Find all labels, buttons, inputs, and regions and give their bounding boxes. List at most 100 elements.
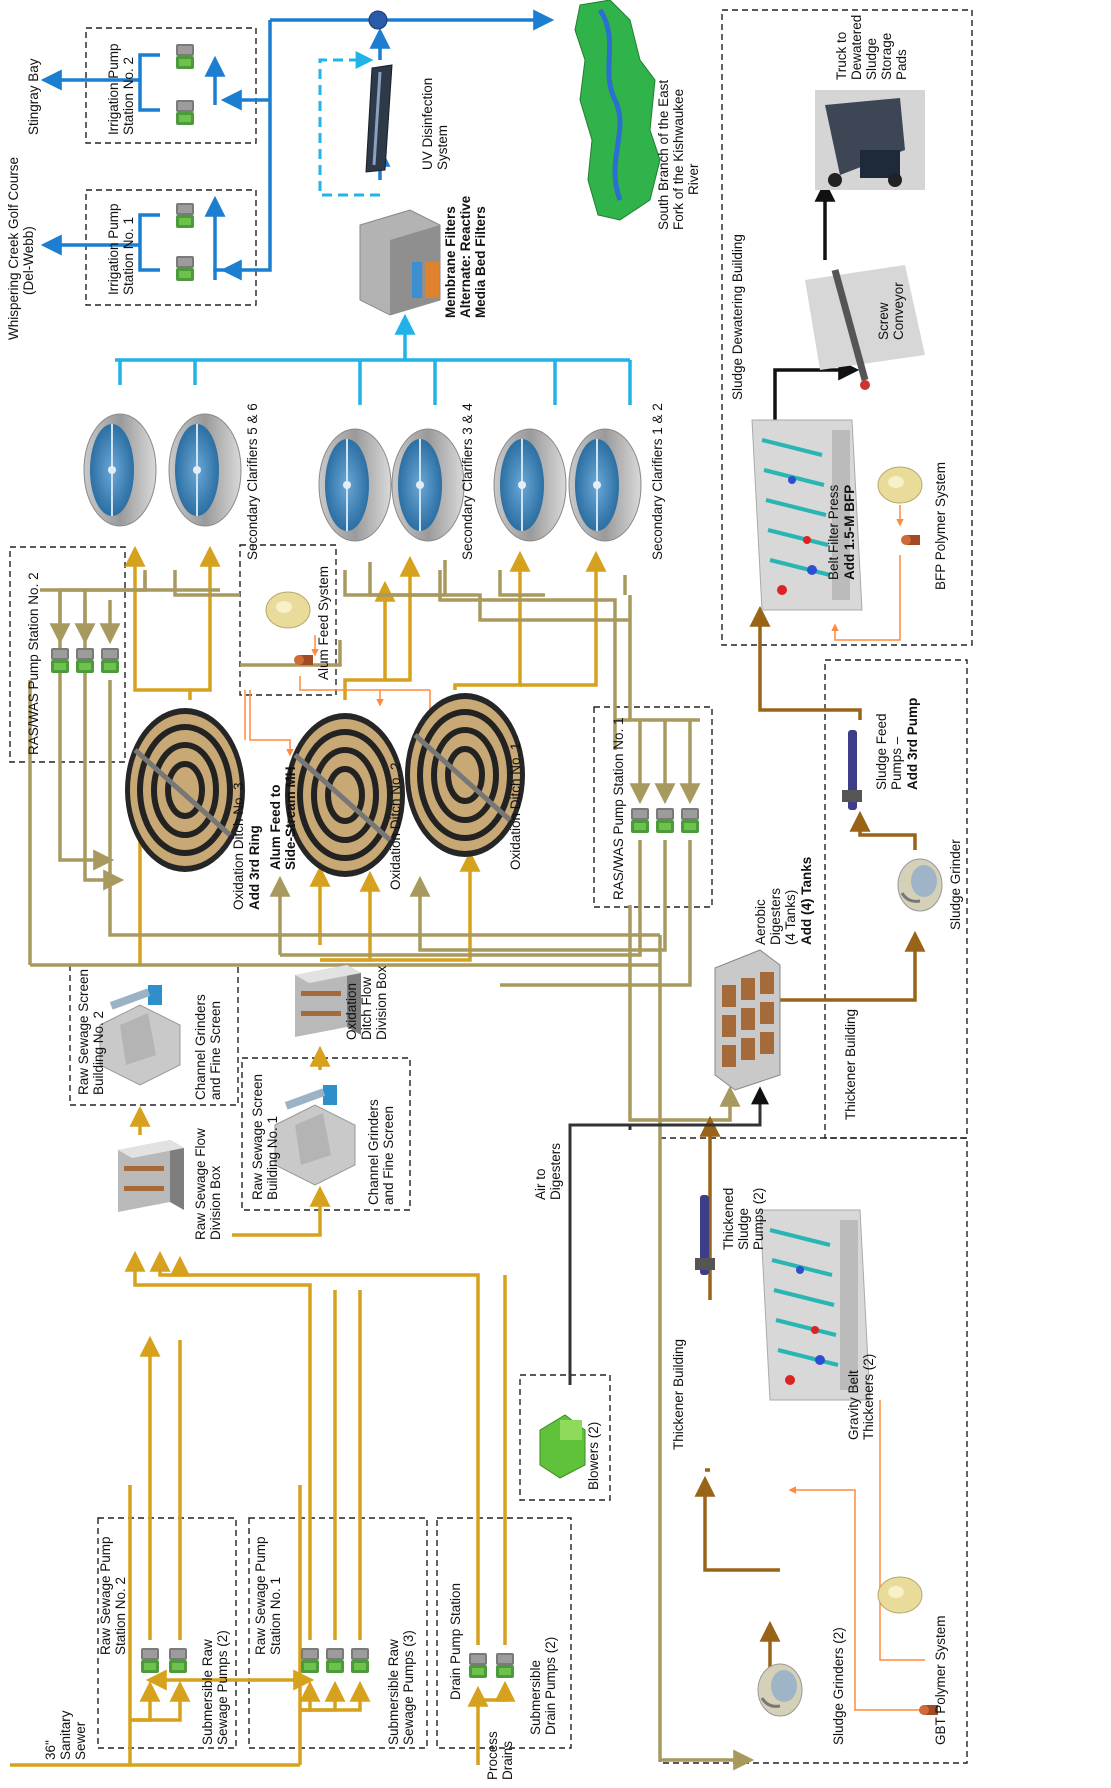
svg-text:Irrigation PumpStation No. 1: Irrigation PumpStation No. 1 [106,203,136,295]
svg-text:Oxidation Ditch No. 1: Oxidation Ditch No. 1 [508,742,523,870]
alum-feed-pump-icon [294,655,313,665]
svg-text:RAS/WAS Pump Station No. 1: RAS/WAS Pump Station No. 1 [611,717,626,900]
sanitary-sewer-label: 36"SanitarySewer [43,1710,88,1760]
ras-was-2-label: RAS/WAS Pump Station No. 2 [26,572,41,755]
svg-text:Channel Grindersand Fine Scree: Channel Grindersand Fine Screen [193,994,223,1100]
ras-pump-1a-icon [631,808,649,833]
svg-text:Sludge Grinder: Sludge Grinder [948,839,963,930]
svg-text:Drain Pump Station: Drain Pump Station [448,1583,463,1700]
oxidation-ditch-1-icon [405,693,525,857]
air-to-digesters-label: Air toDigesters [533,1143,563,1200]
svg-text:Raw Sewage FlowDivision Box: Raw Sewage FlowDivision Box [193,1128,223,1240]
thickened-pumps-label: ThickenedSludgePumps (2) [721,1188,766,1250]
svg-text:AerobicDigesters(4 Tanks)Add (: AerobicDigesters(4 Tanks)Add (4) Tanks [753,857,814,945]
grinders-1-label: Channel Grindersand Fine Screen [366,1099,396,1205]
bfp-polymer-pump-icon [901,535,920,545]
ras-pump-2b-icon [76,648,94,673]
drain-pump-station-label: Drain Pump Station [448,1583,463,1700]
svg-text:RAS/WAS Pump Station No. 2: RAS/WAS Pump Station No. 2 [26,572,41,755]
clarifiers-12-label: Secondary Clarifiers 1 & 2 [650,403,665,560]
sludge-grinder-label: Sludge Grinder [948,839,963,930]
clarifier-4-icon [392,429,464,541]
irrigation-pump-2b-icon [176,100,194,125]
svg-text:Oxidation Ditch No. 2: Oxidation Ditch No. 2 [388,762,403,890]
sub-raw-pumps-2-label: Submersible RawSewage Pumps (2) [200,1630,230,1745]
ras-pump-1b-icon [656,808,674,833]
aerobic-digesters-label: AerobicDigesters(4 Tanks)Add (4) Tanks [753,857,814,945]
golf-course-label: Whispering Creek Golf Course(Del-Webb) [6,157,36,340]
bfp-polymer-label: BFP Polymer System [933,462,948,590]
svg-text:Sludge Dewatering Building: Sludge Dewatering Building [730,234,745,400]
svg-text:Alum Feed toSide-Stream MH: Alum Feed toSide-Stream MH [268,766,298,870]
screen-building-2-label: Raw Sewage ScreenBuilding No. 2 [76,969,106,1095]
ras-pump-1c-icon [681,808,699,833]
irrigation-1-label: Irrigation PumpStation No. 1 [106,203,136,295]
clarifier-2-icon [569,429,641,541]
river-label: South Branch of the EastFork of the Kish… [656,80,701,230]
svg-text:Raw Sewage ScreenBuilding No.: Raw Sewage ScreenBuilding No. 1 [250,1074,280,1200]
svg-text:UV DisinfectionSystem: UV DisinfectionSystem [420,78,450,170]
ras-was-1-label: RAS/WAS Pump Station No. 1 [611,717,626,900]
truck-label: Truck toDewateredSludgeStoragePads [834,15,909,80]
svg-text:Irrigation PumpStation No. 2: Irrigation PumpStation No. 2 [106,43,136,135]
svg-text:Sludge FeedPumps –Add 3rd Pump: Sludge FeedPumps –Add 3rd Pump [874,698,920,790]
thickener-building-lower-label: Thickener Building [671,1339,686,1450]
raw-pump-1c-icon [351,1648,369,1673]
sludge-feed-pumps-label: Sludge FeedPumps –Add 3rd Pump [874,698,920,790]
raw-pump-station-2-label: Raw Sewage PumpStation No. 2 [98,1536,128,1655]
blowers-icon [540,1415,585,1478]
clarifiers-34-label: Secondary Clarifiers 3 & 4 [460,403,475,560]
svg-text:Raw Sewage PumpStation No. 1: Raw Sewage PumpStation No. 1 [253,1536,283,1655]
drain-pump-b-icon [496,1653,514,1678]
clarifier-5-icon [84,414,156,526]
sludge-feed-pumps-icon [842,730,862,810]
uv-system-label: UV DisinfectionSystem [420,78,450,170]
river-map-icon [575,0,660,220]
truck-icon [815,90,925,190]
svg-text:Blowers (2): Blowers (2) [586,1422,601,1490]
svg-text:Secondary Clarifiers 3 & 4: Secondary Clarifiers 3 & 4 [460,403,475,560]
raw-flow-division-box-label: Raw Sewage FlowDivision Box [193,1128,223,1240]
sludge-grinder-icon [898,859,942,911]
svg-text:Oxidation Ditch No. 3Add 3rd R: Oxidation Ditch No. 3Add 3rd Ring [231,782,262,910]
svg-text:Channel Grindersand Fine Scree: Channel Grindersand Fine Screen [366,1099,396,1205]
svg-text:Stingray Bay: Stingray Bay [26,58,41,135]
svg-text:ThickenedSludgePumps (2): ThickenedSludgePumps (2) [721,1188,766,1250]
ras-pump-2a-icon [51,648,69,673]
svg-text:Truck toDewateredSludgeStorage: Truck toDewateredSludgeStoragePads [834,15,909,80]
stingray-bay-label: Stingray Bay [26,58,41,135]
svg-text:Belt Filter PressAdd 1.5-M BFP: Belt Filter PressAdd 1.5-M BFP [826,484,857,580]
raw-pump-1b-icon [326,1648,344,1673]
alum-feed-tank-icon [266,592,310,628]
process-drains-label: ProcessDrains [485,1731,515,1780]
svg-text:Thickener Building: Thickener Building [843,1009,858,1120]
svg-text:Secondary Clarifiers 1 & 2: Secondary Clarifiers 1 & 2 [650,403,665,560]
svg-text:Sludge Grinders (2): Sludge Grinders (2) [831,1627,846,1745]
svg-text:South Branch of the EastFork o: South Branch of the EastFork of the Kish… [656,80,701,230]
raw-sewage-flow-division-box-icon [118,1140,184,1212]
oxidation-ditch-2-icon [285,713,405,877]
bfp-label: Belt Filter PressAdd 1.5-M BFP [826,484,857,580]
sludge-grinders-icon [758,1664,802,1716]
gbt-polymer-tank-icon [878,1577,922,1613]
clarifier-3-icon [319,429,391,541]
membrane-filters-icon [360,210,440,315]
dewatering-building-label: Sludge Dewatering Building [730,234,745,400]
membrane-filters-label: Membrane FiltersAlternate: ReactiveMedia… [443,195,488,318]
irrigation-pump-1b-icon [176,256,194,281]
ras-pump-2c-icon [101,648,119,673]
svg-text:Air toDigesters: Air toDigesters [533,1143,563,1200]
irrigation-pump-2a-icon [176,44,194,69]
screen-building-2-icon [100,985,180,1085]
effluent-junction-node [369,11,387,29]
clarifiers-56-label: Secondary Clarifiers 5 & 6 [245,403,260,560]
uv-disinfection-icon [366,65,392,172]
clarifier-6-icon [169,414,241,526]
gbt-polymer-label: GBT Polymer System [933,1615,948,1745]
svg-text:Whispering Creek Golf Course(D: Whispering Creek Golf Course(Del-Webb) [6,157,36,340]
svg-text:SubmersibleDrain Pumps (2): SubmersibleDrain Pumps (2) [528,1637,558,1735]
bfp-polymer-tank-icon [878,467,922,503]
svg-text:BFP Polymer System: BFP Polymer System [933,462,948,590]
raw-pump-station-1-label: Raw Sewage PumpStation No. 1 [253,1536,283,1655]
